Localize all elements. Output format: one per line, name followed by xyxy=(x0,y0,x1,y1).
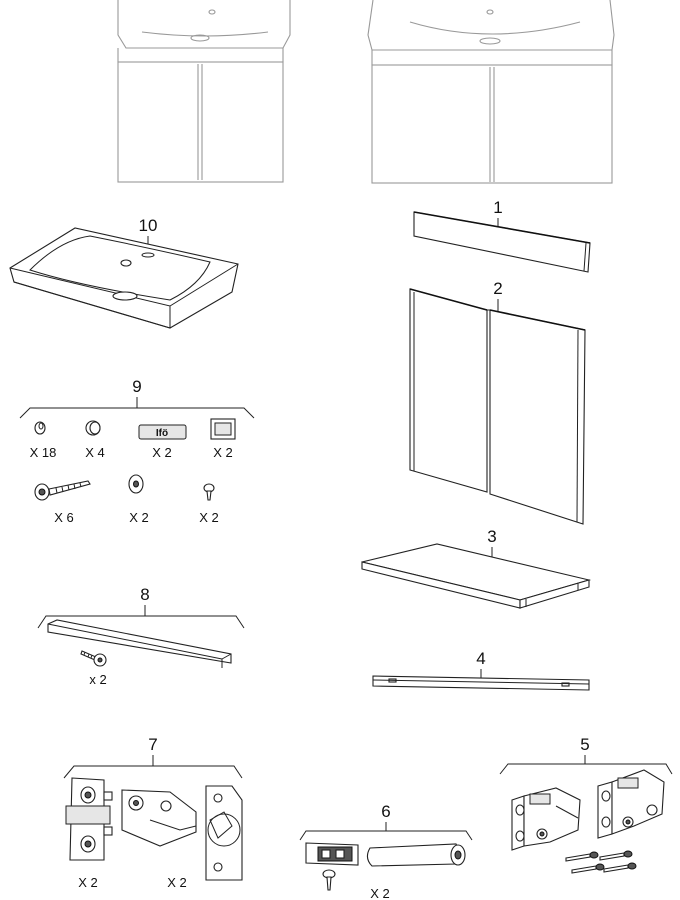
part-9-number: 9 xyxy=(132,377,141,396)
part-8-number: 8 xyxy=(140,585,149,604)
knob-small-icon xyxy=(34,421,46,435)
part-6-number: 6 xyxy=(381,802,390,821)
hinge-right-icon xyxy=(597,769,665,839)
shelf-icon xyxy=(361,543,592,609)
badge-qty: X 2 xyxy=(152,445,172,460)
part-10-washbasin: 10 xyxy=(9,216,239,329)
washbasin-icon xyxy=(9,227,239,329)
part-2-number: 2 xyxy=(493,279,502,298)
part-3-number: 3 xyxy=(487,527,496,546)
cabinet-small-icon xyxy=(117,0,291,183)
hinge-arm-qty: X 2 xyxy=(167,875,187,890)
connector-screw-icon xyxy=(322,869,336,891)
connector-block-icon xyxy=(305,842,359,866)
knob-large-icon xyxy=(85,420,101,436)
knob-small-qty: X 18 xyxy=(30,445,57,460)
handle-screw-icon xyxy=(80,650,107,667)
part-10-number: 10 xyxy=(139,216,158,235)
part-1-number: 1 xyxy=(493,198,502,217)
connector-pin-icon xyxy=(366,843,466,867)
handle-bar-icon xyxy=(47,619,232,668)
part-5-hinges: 5 xyxy=(499,735,673,874)
part-7-hinges: 7 X 2 X 2 xyxy=(63,735,243,890)
knob-large-qty: X 4 xyxy=(85,445,105,460)
hinge-screws-icon xyxy=(565,850,637,874)
part-4-number: 4 xyxy=(476,649,485,668)
long-screw-icon xyxy=(34,480,91,501)
part-5-number: 5 xyxy=(580,735,589,754)
hinge-plate-icon xyxy=(65,777,113,861)
part-7-number: 7 xyxy=(148,735,157,754)
hinge-arm-icon xyxy=(121,785,243,881)
part-9-hardware: 9 X 18 X 4 Ifö X 2 X 2 X 6 xyxy=(19,377,255,525)
washer-icon xyxy=(128,474,144,494)
square-pad-icon xyxy=(210,418,236,440)
hinge-left-icon xyxy=(511,787,581,851)
square-pad-qty: X 2 xyxy=(213,445,233,460)
part-4-rail: 4 xyxy=(372,649,590,691)
small-screw-icon xyxy=(203,483,215,501)
part-8-handle: 8 x 2 xyxy=(37,585,245,687)
part-1-panel: 1 xyxy=(413,198,591,273)
small-screw-qty: X 2 xyxy=(199,510,219,525)
handle-screw-qty: x 2 xyxy=(89,672,106,687)
connector-qty: X 2 xyxy=(370,886,390,900)
part-6-connectors: 6 X 2 xyxy=(299,802,473,900)
rail-icon xyxy=(372,675,590,691)
badge-icon: Ifö xyxy=(138,424,187,440)
part-3-shelf: 3 xyxy=(361,527,592,609)
cabinet-large-icon xyxy=(367,0,615,184)
part-2-doors: 2 xyxy=(409,279,586,525)
long-screw-qty: X 6 xyxy=(54,510,74,525)
door-pair-icon xyxy=(409,288,586,525)
top-panel-icon xyxy=(413,211,591,273)
badge-text: Ifö xyxy=(156,428,168,439)
hinge-plate-qty: X 2 xyxy=(78,875,98,890)
washer-qty: X 2 xyxy=(129,510,149,525)
